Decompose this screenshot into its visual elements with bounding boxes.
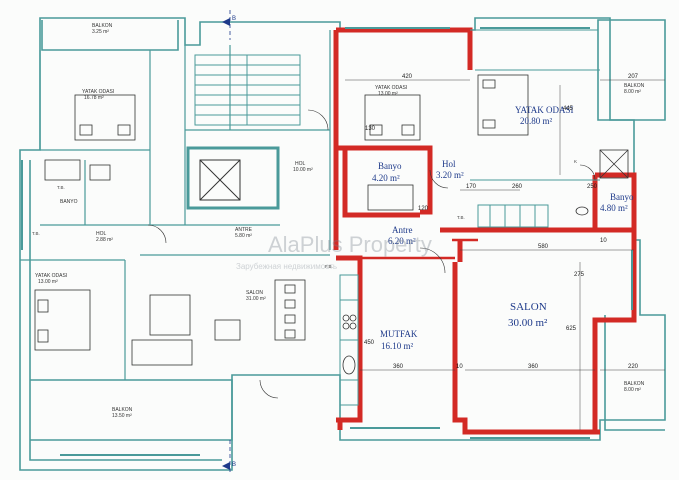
room-area-balkon-tr: 8.00 m²: [624, 89, 641, 95]
room-area-yatak-odasi: 20.80 m²: [520, 116, 553, 126]
room-name-hol: Hol: [442, 159, 456, 169]
room-name-banyo-right: Banyo: [610, 192, 634, 202]
label-fb: F.B.: [325, 264, 333, 269]
bed-right: [477, 74, 529, 136]
room-name-mutfak: MUTFAK: [380, 329, 418, 339]
room-name-hol-left: HOL: [96, 231, 107, 237]
room-area-balkon-br: 8.00 m²: [624, 387, 641, 393]
bed-left-bottom: [34, 289, 91, 351]
room-area-yatak-bl: 13.00 m²: [38, 279, 58, 285]
dimension-260: 260: [512, 184, 523, 190]
room-name-yatak-left: YATAK ODASI: [82, 89, 115, 95]
dimension-120: 120: [418, 206, 429, 212]
label-tb-left: T.B.: [57, 185, 65, 190]
label-kuzey: K: [574, 159, 578, 164]
room-name-balkon-tl: BALKON: [92, 23, 113, 29]
bed-left-top: [74, 94, 136, 141]
dimension-420: 420: [402, 74, 413, 80]
windows: [21, 27, 633, 456]
balcony-bottom: [30, 379, 233, 441]
dimension-220: 220: [628, 364, 639, 370]
dining-set: [131, 279, 306, 366]
room-name-banyo-small: Banyo: [378, 161, 402, 171]
room-name-banyo-left: BANYO: [60, 199, 78, 205]
highlighted-partitions: [360, 148, 478, 260]
dimension-450: 450: [364, 340, 375, 346]
room-name-yatak-odasi: YATAK ODASI: [515, 105, 574, 115]
dimension-625: 625: [566, 326, 577, 332]
room-name-balkon-tr: BALKON: [624, 83, 645, 89]
balcony-top-left: [41, 20, 179, 51]
dimension-207: 207: [628, 74, 639, 80]
watermark-subtitle: Зарубежная недвижимость: [236, 262, 338, 271]
room-area-yatak-mid: 13.00 m²: [378, 91, 398, 97]
room-area-hol-mid: 10.00 m²: [293, 167, 313, 173]
section-marker-bottom: B: [232, 462, 237, 468]
room-name-yatak-mid: YATAK ODASI: [375, 85, 408, 91]
bed-mid: [364, 94, 421, 141]
dimension-275: 275: [574, 272, 585, 278]
dimension-360-salon: 360: [528, 364, 539, 370]
room-area-hol-left: 2.88 m²: [96, 237, 113, 243]
room-area-antre: 6.20 m²: [388, 236, 416, 246]
label-tb-right: T.B.: [457, 215, 465, 220]
balcony-bottom-right: [604, 315, 665, 431]
room-area-balkon-bottom: 13.50 m²: [112, 413, 132, 419]
beds: [34, 74, 529, 351]
dimension-445: 445: [563, 106, 574, 112]
elevator-shaft: [186, 146, 280, 210]
dimension-360-kitchen: 360: [393, 364, 404, 370]
room-area-mutfak: 16.10 m²: [381, 341, 414, 351]
room-area-balkon-tl: 3.25 m²: [92, 29, 109, 35]
balcony-top-right: [597, 19, 666, 121]
stairwell: [194, 54, 301, 126]
dimension-250: 250: [587, 184, 598, 190]
room-name-balkon-bottom: BALKON: [112, 407, 133, 413]
section-marker-top: B: [232, 16, 237, 22]
room-area-banyo-small: 4.20 m²: [372, 173, 400, 183]
room-name-hol-mid: HOL: [295, 161, 306, 167]
dimension-580: 580: [538, 244, 549, 250]
dimension-10a: 10: [456, 364, 463, 370]
room-name-yatak-bl: YATAK ODASI: [35, 273, 68, 279]
room-name-antre: Antre: [392, 225, 413, 235]
dimension-130: 130: [365, 126, 376, 132]
door-swings: [147, 109, 596, 399]
dimension-10b: 10: [600, 238, 607, 244]
stove: [342, 314, 357, 375]
watermark-logo: AlaPlus Property: [268, 232, 432, 257]
room-area-banyo-right: 4.80 m²: [600, 203, 628, 213]
dimension-170: 170: [466, 184, 477, 190]
room-area-antre-left: 5.80 m²: [235, 233, 252, 239]
left-internal-walls: [20, 30, 331, 380]
room-name-salon-left: SALON: [246, 290, 263, 296]
label-tb-left-lower: T.B.: [32, 231, 40, 236]
room-name-salon: SALON: [510, 301, 547, 313]
room-area-yatak-left: 16.78 m²: [84, 95, 104, 101]
right-apartment-detail: [339, 29, 600, 406]
section-markers: [222, 18, 230, 470]
room-area-hol: 3.20 m²: [436, 170, 464, 180]
room-name-balkon-br: BALKON: [624, 381, 645, 387]
dimension-lines: [345, 79, 665, 430]
bath-fixtures: [44, 149, 629, 216]
room-area-salon-left: 31.00 m²: [246, 296, 266, 302]
room-area-salon: 30.00 m²: [508, 317, 548, 329]
room-name-antre-left: ANTRE: [235, 227, 252, 233]
